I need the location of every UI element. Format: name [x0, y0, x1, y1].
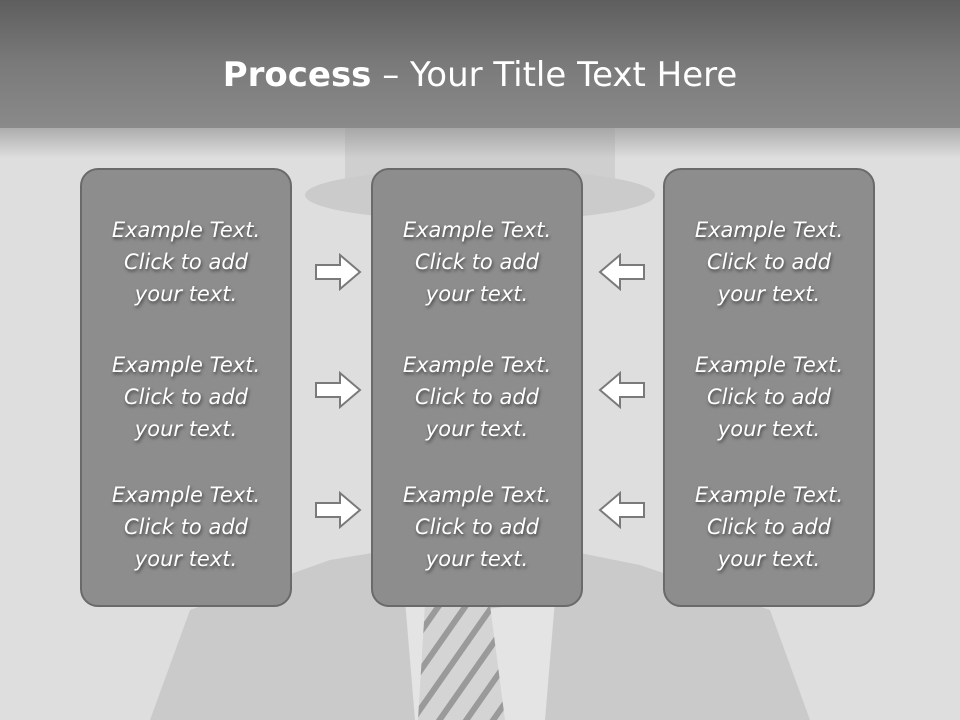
text-line: your text. — [425, 547, 529, 571]
text-line: Click to add — [123, 515, 248, 539]
text-line: your text. — [425, 282, 529, 306]
process-panel-left[interactable]: Example Text. Click to add your text. Ex… — [80, 168, 292, 607]
text-placeholder[interactable]: Example Text. Click to add your text. — [373, 349, 581, 445]
text-line: Example Text. — [402, 483, 552, 507]
process-panel-center[interactable]: Example Text. Click to add your text. Ex… — [371, 168, 583, 607]
text-placeholder[interactable]: Example Text. Click to add your text. — [82, 214, 290, 310]
text-line: Click to add — [123, 250, 248, 274]
arrow-left-icon[interactable] — [598, 371, 646, 409]
text-line: your text. — [425, 417, 529, 441]
arrow-right-icon[interactable] — [314, 253, 362, 291]
text-line: Example Text. — [402, 353, 552, 377]
text-line: Click to add — [706, 385, 831, 409]
text-line: Click to add — [414, 385, 539, 409]
text-placeholder[interactable]: Example Text. Click to add your text. — [665, 214, 873, 310]
arrow-left-icon[interactable] — [598, 253, 646, 291]
text-line: Example Text. — [111, 483, 261, 507]
text-placeholder[interactable]: Example Text. Click to add your text. — [82, 349, 290, 445]
title-bar-shadow — [0, 128, 960, 158]
text-placeholder[interactable]: Example Text. Click to add your text. — [373, 214, 581, 310]
text-line: Click to add — [414, 515, 539, 539]
text-placeholder[interactable]: Example Text. Click to add your text. — [665, 349, 873, 445]
text-line: your text. — [717, 547, 821, 571]
arrow-left-icon[interactable] — [598, 491, 646, 529]
text-line: Click to add — [414, 250, 539, 274]
arrow-right-icon[interactable] — [314, 371, 362, 409]
text-line: your text. — [717, 417, 821, 441]
title-bar — [0, 0, 960, 128]
arrow-right-icon[interactable] — [314, 491, 362, 529]
text-line: Example Text. — [402, 218, 552, 242]
text-line: Example Text. — [694, 483, 844, 507]
text-line: your text. — [134, 417, 238, 441]
slide-title[interactable]: Process – Your Title Text Here — [0, 52, 960, 98]
text-line: Example Text. — [694, 218, 844, 242]
slide-title-rest: – Your Title Text Here — [371, 55, 738, 95]
text-line: your text. — [134, 547, 238, 571]
slide-title-bold: Process — [222, 55, 372, 95]
text-placeholder[interactable]: Example Text. Click to add your text. — [373, 479, 581, 575]
text-line: Click to add — [123, 385, 248, 409]
text-placeholder[interactable]: Example Text. Click to add your text. — [82, 479, 290, 575]
text-line: your text. — [717, 282, 821, 306]
text-line: Click to add — [706, 515, 831, 539]
text-line: Example Text. — [111, 353, 261, 377]
text-line: your text. — [134, 282, 238, 306]
text-line: Click to add — [706, 250, 831, 274]
text-placeholder[interactable]: Example Text. Click to add your text. — [665, 479, 873, 575]
text-line: Example Text. — [111, 218, 261, 242]
process-panel-right[interactable]: Example Text. Click to add your text. Ex… — [663, 168, 875, 607]
text-line: Example Text. — [694, 353, 844, 377]
